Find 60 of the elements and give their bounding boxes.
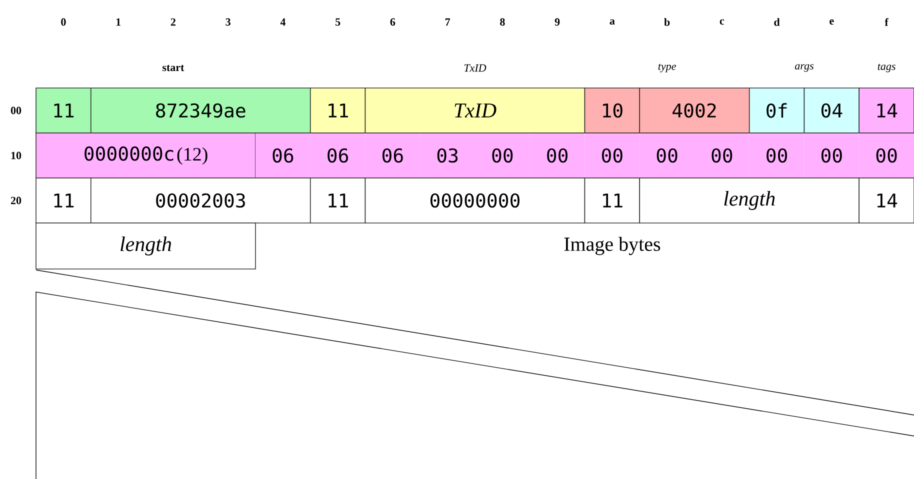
field-cell: 14 xyxy=(858,88,914,134)
node-label: 00 xyxy=(547,148,568,163)
caption-text: Image bytes xyxy=(564,236,660,256)
byte-cell: 00 xyxy=(584,132,640,178)
field-label: TxID xyxy=(464,64,486,72)
field-label: type xyxy=(658,64,676,72)
field-label: args xyxy=(795,64,814,72)
node-label: 00 xyxy=(766,148,787,163)
field-cell: 14 xyxy=(858,178,914,224)
row-offset: 20 xyxy=(10,196,22,204)
node-label: 00 xyxy=(492,148,513,163)
node-label: 00 xyxy=(602,148,622,163)
byte-cell: 00 xyxy=(858,132,914,178)
column-index: f xyxy=(884,18,888,26)
column-index: 7 xyxy=(445,18,450,26)
column-index: 3 xyxy=(226,18,230,26)
byte-cell: 06 xyxy=(310,132,366,178)
field-cell: 11 xyxy=(310,178,366,224)
column-index: 9 xyxy=(554,18,560,26)
byte-cell: 00 xyxy=(804,132,860,178)
column-index: c xyxy=(720,19,724,25)
column-index: 6 xyxy=(390,18,396,26)
node-label: 06 xyxy=(328,148,348,163)
byte-cell: 00 xyxy=(474,132,530,178)
field-label: tags xyxy=(878,64,896,72)
row-offset: 00 xyxy=(10,106,22,114)
column-index: d xyxy=(774,18,780,26)
byte-cell: 00 xyxy=(529,132,586,178)
field-cell: 11 xyxy=(36,88,92,134)
column-index: e xyxy=(830,19,834,25)
node-label: 03 xyxy=(437,148,458,163)
byte-cell: 06 xyxy=(255,132,311,178)
column-index: 0 xyxy=(61,18,66,26)
field-label: start xyxy=(162,64,184,72)
field-cell: 11 xyxy=(36,178,92,224)
column-index: 1 xyxy=(116,18,120,26)
field-cell: 0f xyxy=(748,88,805,134)
column-index: 5 xyxy=(336,18,340,26)
field-cell: 11 xyxy=(310,88,366,134)
node-label: 00 xyxy=(821,148,842,163)
node-label: 00 xyxy=(712,148,732,163)
byte-cell: 00 xyxy=(694,132,750,178)
field-cell: 10 xyxy=(584,88,640,134)
byte-cell: 06 xyxy=(364,132,421,178)
node-label: 06 xyxy=(382,148,403,163)
byte-cell: 00 xyxy=(639,132,695,178)
column-index: 2 xyxy=(170,18,176,26)
node-label: 00 xyxy=(876,148,897,163)
byte-cell: 00 xyxy=(748,132,805,178)
column-index: b xyxy=(664,18,670,26)
field-cell: 04 xyxy=(804,88,860,134)
field-cell: 4002 xyxy=(639,88,750,134)
column-index: 4 xyxy=(280,18,286,26)
node-label: 00 xyxy=(656,148,678,163)
column-index: a xyxy=(610,19,615,25)
field-cell: 11 xyxy=(584,178,640,224)
byte-cell: 03 xyxy=(420,132,476,178)
row-offset: 10 xyxy=(11,152,22,160)
column-index: 8 xyxy=(500,18,505,26)
node-label: 06 xyxy=(272,148,294,163)
